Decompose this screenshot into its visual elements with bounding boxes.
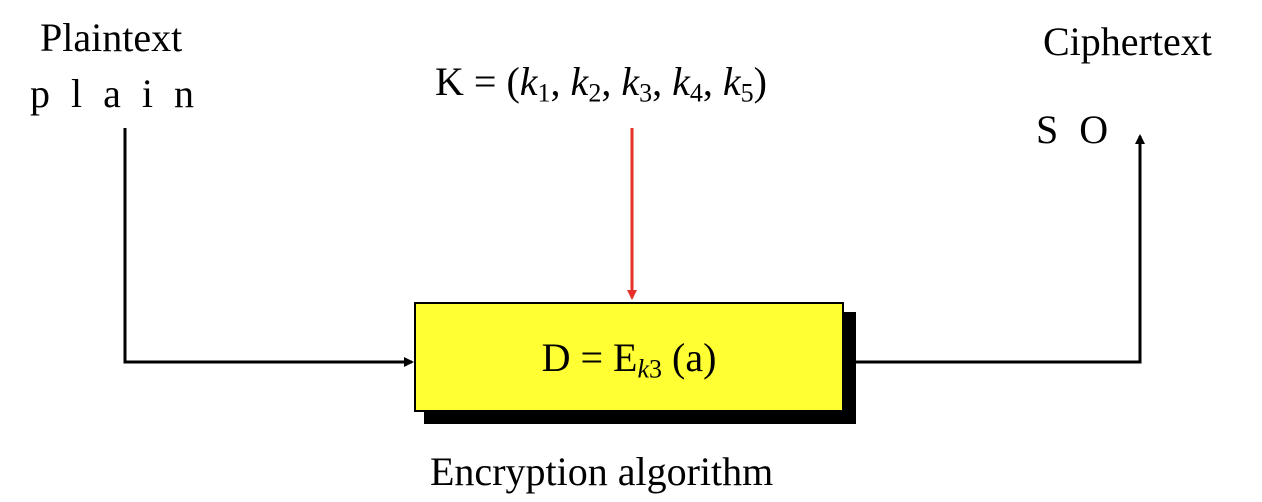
plaintext-input-arrow xyxy=(123,128,414,367)
key-equals: = ( xyxy=(463,59,520,104)
encryption-lhs: D = E xyxy=(541,334,638,380)
ciphertext-letters: SO xyxy=(1036,107,1130,152)
key-item: k3 xyxy=(621,59,653,108)
encryption-sub-index: 3 xyxy=(649,354,663,383)
key-item: k5 xyxy=(722,59,754,108)
encryption-formula: D = Ek3 (a) xyxy=(541,334,717,383)
key-name: K xyxy=(435,59,464,104)
key-items: k1, k2, k3, k4, k5 xyxy=(519,59,754,108)
key-separator: , xyxy=(550,59,571,104)
key-item: k4 xyxy=(672,59,703,108)
key-separator: , xyxy=(652,59,673,104)
key-close: ) xyxy=(753,59,767,104)
key-item: k1 xyxy=(519,59,551,108)
encryption-sub-letter: k xyxy=(637,354,650,383)
ciphertext-output-arrow xyxy=(856,134,1145,364)
encryption-caption: Encryption algorithm xyxy=(430,449,774,494)
key-item: k2 xyxy=(570,59,602,108)
encryption-subscript: k3 xyxy=(637,354,662,383)
encryption-algorithm-block: D = Ek3 (a) xyxy=(414,302,856,424)
encryption-box: D = Ek3 (a) xyxy=(414,302,844,412)
plaintext-letters: plain xyxy=(30,71,215,116)
ciphertext-title: Ciphertext xyxy=(1043,19,1212,64)
key-separator: , xyxy=(601,59,622,104)
plaintext-title: Plaintext xyxy=(40,15,183,60)
key-separator: , xyxy=(702,59,723,104)
key-formula: K = (k1, k2, k3, k4, k5) xyxy=(435,59,767,108)
encryption-arg: (a) xyxy=(662,334,717,380)
